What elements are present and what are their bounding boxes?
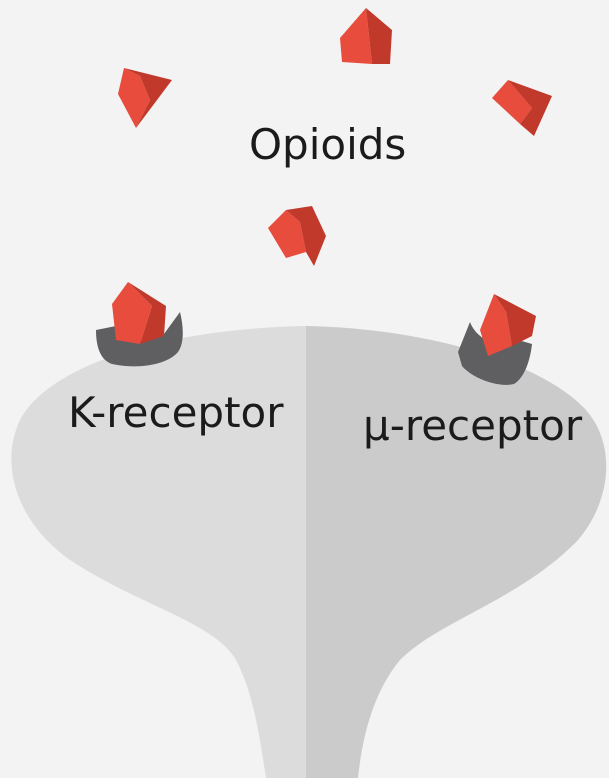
kappa-receptor-site [96,282,183,366]
free-opioid-right [492,80,552,136]
free-opioid-left [118,68,172,128]
free-opioid-middle [268,206,326,266]
kappa-receptor-label: K-receptor [68,392,284,434]
mu-receptor-label: μ-receptor [363,405,582,447]
opioid-molecule-icon [112,282,166,344]
neuron-right-half [306,326,606,778]
mu-receptor-site [458,294,536,385]
opioids-label: Opioids [249,124,406,166]
free-opioid-top [340,8,392,64]
